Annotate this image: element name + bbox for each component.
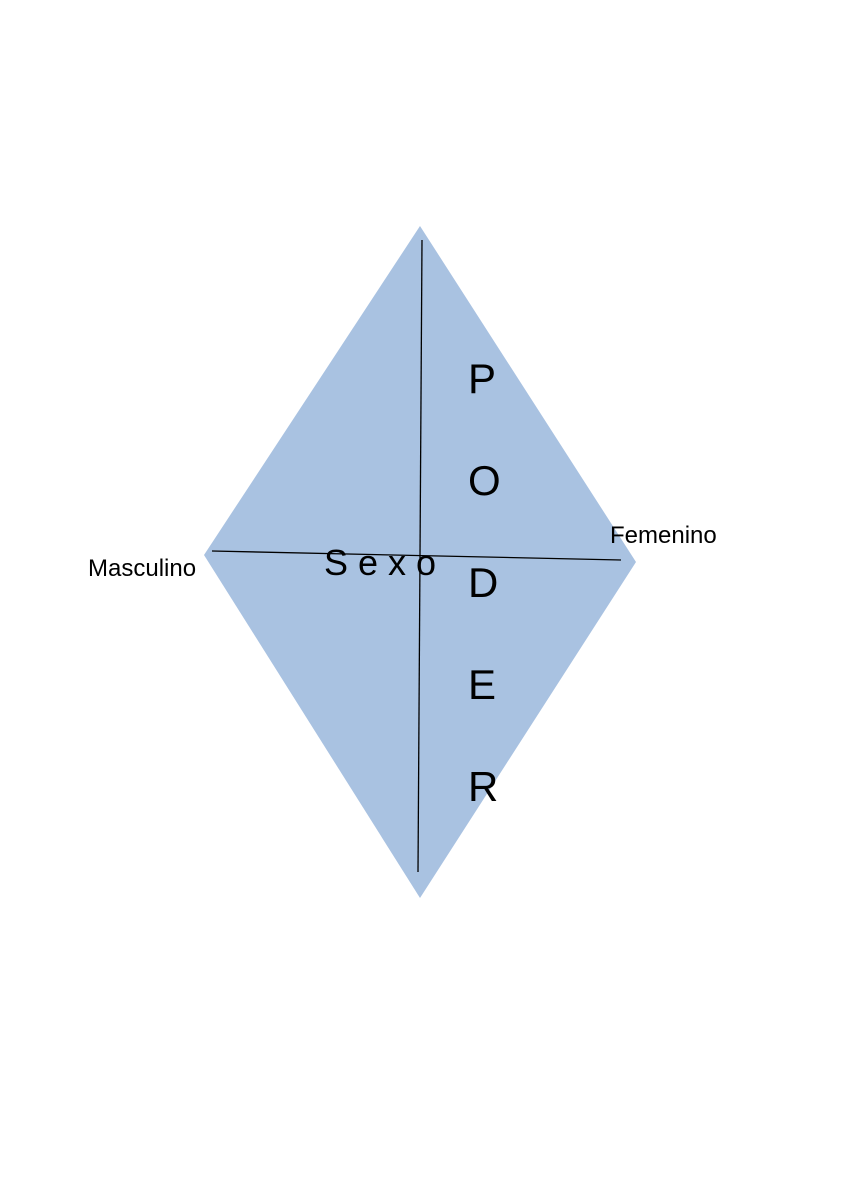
- poder-letter-r: R: [468, 763, 498, 810]
- poder-letter-d: D: [468, 559, 498, 606]
- horizontal-axis-line: [211, 550, 622, 561]
- label-sexo: S e x o: [324, 542, 436, 583]
- poder-letter-e: E: [468, 661, 496, 708]
- label-femenino: Femenino: [610, 522, 717, 549]
- poder-letter-p: P: [468, 355, 496, 402]
- vertical-axis-line: [417, 239, 423, 873]
- poder-letter-o: O: [468, 457, 501, 504]
- label-masculino: Masculino: [88, 555, 196, 582]
